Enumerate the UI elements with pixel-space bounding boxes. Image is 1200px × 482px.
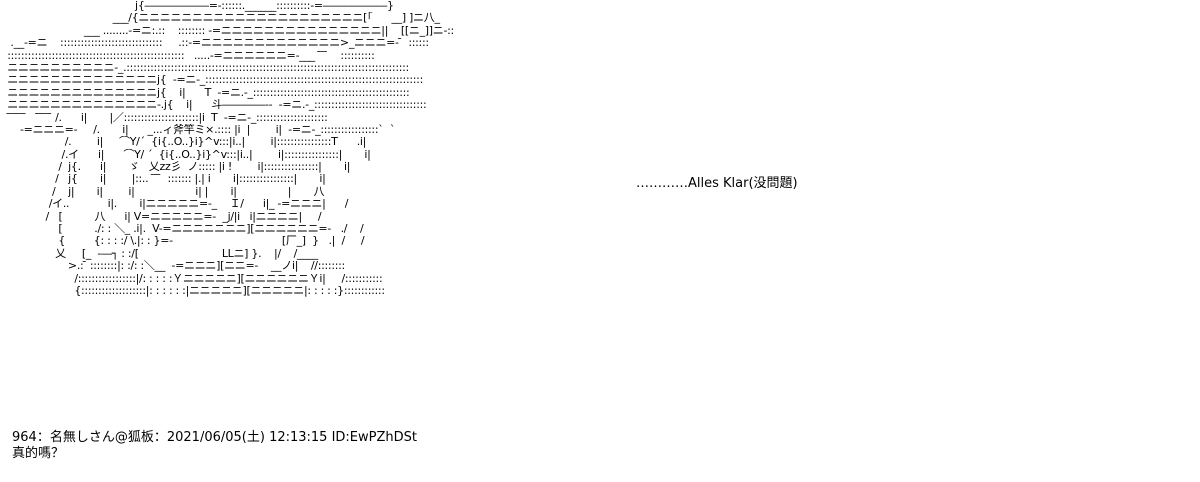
post-number: 964 <box>12 430 37 445</box>
ascii-art-line: ニニニニニニニニニニニニニニj{ -=ニ-_::::::::::::::::::… <box>4 74 423 87</box>
ascii-art: j{――――――=-::::::.______::::::::::-=―――――… <box>4 0 604 412</box>
ascii-art-line: /. i| ⌒Y/´ {i{..O..}i}^v:::|i..| i|:::::… <box>4 136 367 149</box>
ascii-art-line: [ ./: : ＼_ .i|. V-=ニニニニニニニ][ニニニニニニ=- ./ … <box>4 223 364 236</box>
ascii-art-line: /.イ i| ⌒Y/ ´ {i{..O..}i}^v:::|i..| i|:::… <box>4 148 371 161</box>
ascii-art-line: ::::::::::::::::::::::::::::::::::::::::… <box>4 49 375 62</box>
ascii-art-line: ___ ........-=ニ:.:: :::::::: -=ニニニニニニニニニ… <box>4 24 454 37</box>
ascii-art-line: -=ニニニ=- /. i| _...ィ斧竿ミ×.:::: |i | i| -=ニ… <box>4 123 396 136</box>
ascii-art-line: j{――――――=-::::::.______::::::::::-=―――――… <box>4 0 394 12</box>
ascii-art-line: { {: : : :/ \.|: : }=- ￣￣￣￣￣￣￣￣￣[厂_] } .… <box>4 235 365 248</box>
ascii-art-line: ___/{ニニニニニニニニニニニニニニニニニニニニニ[「 __] ]ニ八_ <box>4 12 440 25</box>
ascii-art-line: 乂 [_ -―┐ : :/[ LLニ] }. |/ /____ <box>4 247 318 260</box>
ascii-art-line: {:::::::::::::::::::|: : : : : :|ニニニニニ][… <box>4 284 385 297</box>
ascii-art-line: /:::::::::::::::::|/: : : : :Ｙニニニニニ][ニニニ… <box>4 272 383 285</box>
ascii-art-line: .__-=ニ :::::::::::::::::::::::::::::: .:… <box>4 37 429 50</box>
post-author-name: 名無しさん@狐板 <box>49 430 154 445</box>
ascii-art-line: ̄ ̄ ̄ ̄ ̄ ̄ ̄ ̄ ̄ ̄ ̄ /. i| |／::::::::::… <box>4 111 328 124</box>
post-date: ：2021/06/05(土) 12:13:15 <box>153 430 328 445</box>
ascii-art-line: / [ 八 i| V=ニニニニニ=- _j/|i i|ニニニニ| / <box>4 210 322 223</box>
ascii-art-line: / j{ i| |::.. ̄ ̄ ̄ ::::::: |.| i i|::::… <box>4 173 326 186</box>
ascii-art-line: ニニニニニニニニニニニニニニj{ i| Т -=ニ.-_::::::::::::… <box>4 86 410 99</box>
ascii-art-line: ニニニニニニニニニニ-_.:::::::::::::::::::::::::::… <box>4 61 409 74</box>
ascii-art-line: ニニニニニニニニニニニニニニ-.j{ i| 斗――――-- -=ニ.-_::::… <box>4 99 427 112</box>
art-caption: …………Alles Klar(没問題) <box>636 176 798 191</box>
ascii-art-line: / j| i| i| i| | i| | 八 <box>4 185 325 198</box>
post-id: ID:EwPZhDSt <box>327 430 417 445</box>
ascii-art-line: / j{. i| ゞ 乂zz彡 ノ::::: |i ! i|::::::::::… <box>4 161 351 174</box>
post-separator: ： <box>36 430 50 445</box>
post-body: 真的嗎？ <box>12 446 65 461</box>
ascii-art-line: /イ.. i|. i|ニニニニニ=-_ Ｉ/ i|_ -=ニニニ| / <box>4 198 349 211</box>
ascii-art-line: >.: ̄ ::::::::|: :/: :＼__ -=ニニニ][ニニ=- __… <box>4 260 345 273</box>
post-header: 964：名無しさん@狐板：2021/06/05(土) 12:13:15 ID:E… <box>12 430 417 446</box>
